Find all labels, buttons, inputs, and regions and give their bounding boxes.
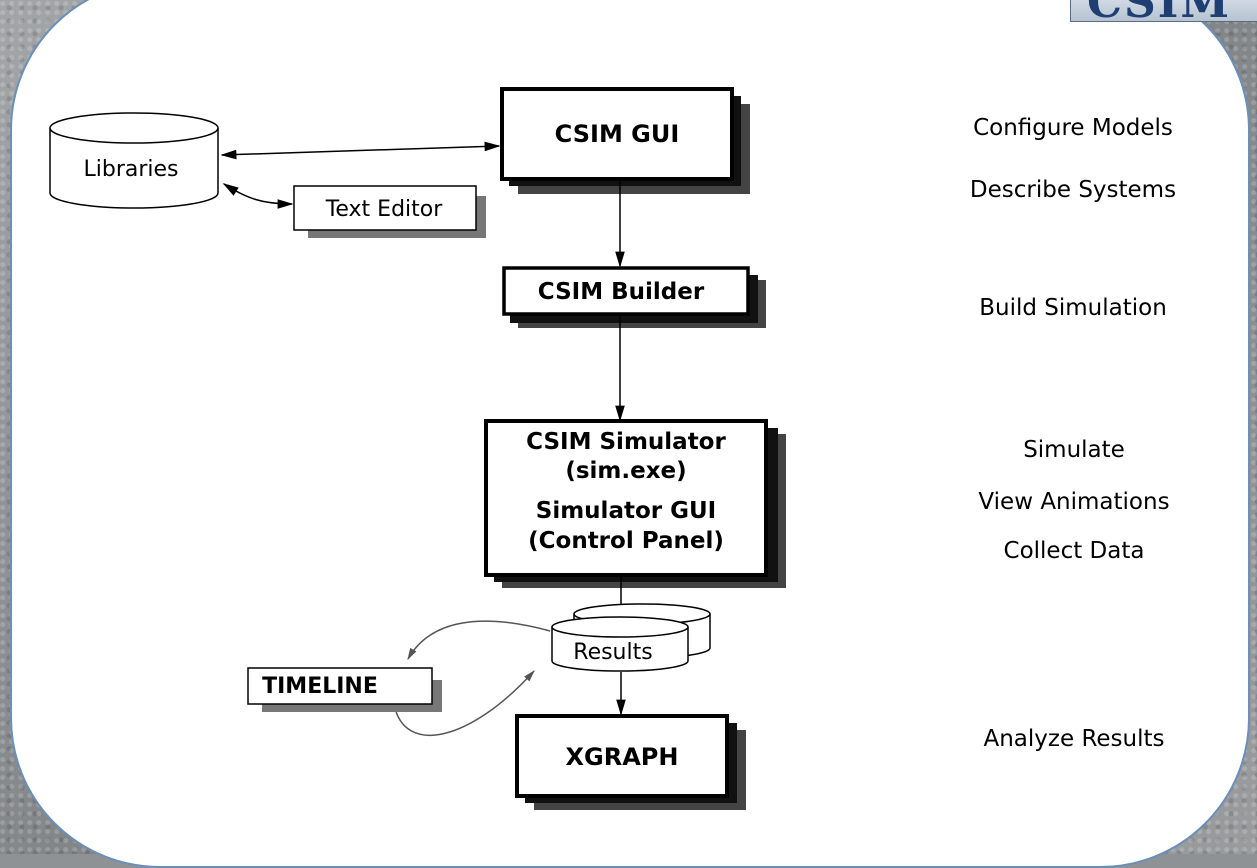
csim-gui-box: CSIM GUI xyxy=(500,87,750,194)
build-simulation-label: Build Simulation xyxy=(979,295,1167,321)
collect-data-label: Collect Data xyxy=(1004,538,1145,564)
text-editor-label: Text Editor xyxy=(325,197,444,222)
text-editor-box: Text Editor xyxy=(293,185,486,238)
step-labels: Configure Models Describe Systems Build … xyxy=(970,115,1176,752)
simulator-line-3: Simulator GUI xyxy=(536,498,716,524)
libraries-editor-arrow xyxy=(222,183,294,209)
csim-builder-label: CSIM Builder xyxy=(538,279,705,305)
results-timeline-arrow xyxy=(407,620,551,661)
results-cylinder: Results xyxy=(551,603,711,672)
csim-logo: CSIM xyxy=(1070,0,1257,22)
simulator-line-1: CSIM Simulator xyxy=(526,429,726,455)
simulate-label: Simulate xyxy=(1023,437,1125,463)
csim-simulator-box: CSIM Simulator (sim.exe) Simulator GUI (… xyxy=(484,419,786,588)
csim-builder-box: CSIM Builder xyxy=(502,266,766,328)
view-animations-label: View Animations xyxy=(978,489,1169,515)
timeline-results-arrow xyxy=(393,670,535,737)
csim-gui-label: CSIM GUI xyxy=(555,120,680,148)
libraries-gui-arrow xyxy=(220,141,501,160)
timeline-box: TIMELINE xyxy=(247,667,442,712)
describe-systems-label: Describe Systems xyxy=(970,177,1176,203)
configure-models-label: Configure Models xyxy=(973,115,1173,141)
simulator-line-4: (Control Panel) xyxy=(528,528,724,554)
libraries-cylinder: Libraries xyxy=(49,112,219,209)
xgraph-box: XGRAPH xyxy=(515,714,746,810)
results-label: Results xyxy=(573,640,652,665)
xgraph-label: XGRAPH xyxy=(566,743,679,771)
csim-logo-text: CSIM xyxy=(1087,0,1231,21)
analyze-results-label: Analyze Results xyxy=(984,726,1165,752)
timeline-label: TIMELINE xyxy=(262,674,378,699)
libraries-label: Libraries xyxy=(83,157,178,182)
simulator-line-2: (sim.exe) xyxy=(565,458,686,484)
